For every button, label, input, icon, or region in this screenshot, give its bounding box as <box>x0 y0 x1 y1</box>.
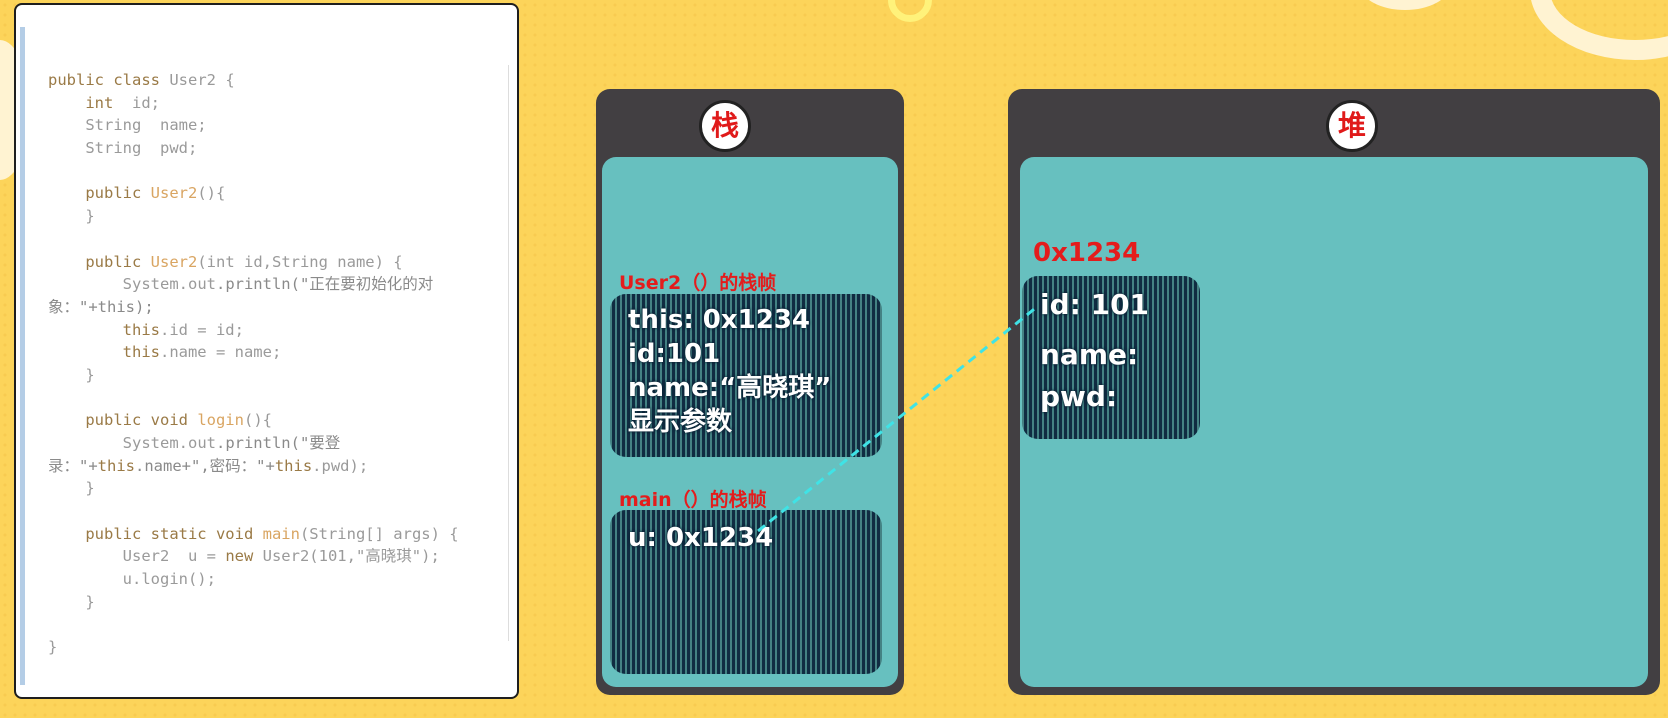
code-token: (String[] args) { <box>299 524 459 543</box>
user2-frame-note: 显示参数 <box>628 407 733 437</box>
code-line: } <box>48 477 459 500</box>
code-token: User2(101,"高晓琪"); <box>262 547 440 566</box>
code-token: int <box>48 93 132 112</box>
heap-object-name: name: <box>1040 338 1139 371</box>
code-token: pwd; <box>159 139 198 158</box>
code-token: public class <box>48 71 170 89</box>
code-line: String pwd; <box>48 137 459 160</box>
code-line: 象："+this); <box>48 296 459 319</box>
code-line: int id; <box>48 92 459 115</box>
code-line: public class User2 { <box>48 69 459 92</box>
code-token: System. <box>48 275 188 294</box>
code-token: .name = name; <box>159 343 282 362</box>
decorative-ring <box>1530 0 1668 60</box>
code-line <box>48 614 459 637</box>
code-token: User2 { <box>169 71 235 89</box>
code-line: } <box>48 636 459 659</box>
code-token: (int id,String name) { <box>197 252 403 271</box>
code-token: main <box>262 524 300 543</box>
code-token: } <box>48 479 95 498</box>
code-token: public <box>48 184 151 203</box>
code-token: this <box>97 456 135 475</box>
code-token: id; <box>132 93 160 112</box>
code-token: .name+",密码："+ <box>135 456 275 475</box>
code-token: String <box>48 139 160 158</box>
code-line: } <box>48 591 459 614</box>
heap-title-badge: 堆 <box>1326 100 1378 152</box>
code-token: .id = id; <box>159 320 244 339</box>
heap-object-address: 0x1234 <box>1033 238 1141 268</box>
code-token: u.login(); <box>48 570 216 589</box>
code-line: System.out.println("要登 <box>48 432 459 455</box>
decorative-ring <box>888 0 932 22</box>
user2-frame-id: id:101 <box>628 339 721 369</box>
code-line <box>48 500 459 523</box>
code-line: public static void main(String[] args) { <box>48 523 459 546</box>
code-token: User2 <box>150 252 198 271</box>
code-token: } <box>48 638 58 657</box>
code-token: System. <box>48 434 188 452</box>
heap-object: id: 101 name: pwd: <box>1022 276 1200 439</box>
main-frame-label: main（）的栈帧 <box>619 489 767 511</box>
code-token: } <box>48 207 95 226</box>
code-line <box>48 228 459 251</box>
heap-object-id: id: 101 <box>1040 288 1150 321</box>
code-token: new <box>225 547 263 566</box>
code-token: login <box>197 411 244 430</box>
code-token: public static void <box>48 524 263 543</box>
code-line: public void login(){ <box>48 409 459 432</box>
code-token: User2 u = <box>48 547 226 566</box>
code-token: public <box>48 252 151 271</box>
code-token: out <box>187 434 216 452</box>
code-line <box>48 160 459 183</box>
code-gutter <box>20 27 25 685</box>
main-stack-frame: u: 0x1234 <box>610 510 882 674</box>
code-line: public User2(int id,String name) { <box>48 251 459 274</box>
code-token: .println("正在要初始化的对 <box>215 275 434 294</box>
code-line: System.out.println("正在要初始化的对 <box>48 273 459 296</box>
code-token: out <box>187 275 216 294</box>
user2-frame-this: this: 0x1234 <box>628 305 810 335</box>
code-line: User2 u = new User2(101,"高晓琪"); <box>48 545 459 568</box>
heap-object-pwd: pwd: <box>1040 380 1118 413</box>
user2-frame-name: name:“高晓琪” <box>628 373 832 403</box>
code-token: this <box>274 456 313 475</box>
code-card: public class User2 { int id; String name… <box>14 3 519 699</box>
code-line <box>48 387 459 410</box>
code-token: User2 <box>150 184 198 203</box>
code-line: u.login(); <box>48 568 459 591</box>
code-token: } <box>48 365 95 384</box>
code-token: 象："+this); <box>48 297 154 316</box>
code-divider <box>508 65 509 641</box>
code-line: public User2(){ <box>48 182 459 205</box>
code-token: (){ <box>243 411 272 430</box>
code-token: 录："+ <box>48 456 98 475</box>
decorative-blob <box>1360 0 1450 10</box>
code-token: .pwd); <box>312 456 369 475</box>
code-line: this.id = id; <box>48 319 459 342</box>
user2-frame-label: User2（）的栈帧 <box>619 272 777 294</box>
user2-stack-frame: this: 0x1234 id:101 name:“高晓琪” 显示参数 <box>610 294 882 457</box>
code-line: } <box>48 205 459 228</box>
code-listing: public class User2 { int id; String name… <box>48 69 459 659</box>
code-token: name; <box>159 116 207 135</box>
code-token: public void <box>48 411 198 430</box>
code-token: String <box>48 116 160 135</box>
stack-title-badge: 栈 <box>699 100 751 152</box>
code-token: this <box>48 343 160 362</box>
code-line: 录："+this.name+",密码："+this.pwd); <box>48 455 459 478</box>
code-token: } <box>48 592 95 611</box>
code-token: (){ <box>197 184 226 203</box>
code-line: } <box>48 364 459 387</box>
code-line: String name; <box>48 114 459 137</box>
code-token: .println("要登 <box>215 434 341 452</box>
code-line: this.name = name; <box>48 341 459 364</box>
main-frame-u: u: 0x1234 <box>628 523 774 553</box>
code-token: this <box>48 320 160 339</box>
